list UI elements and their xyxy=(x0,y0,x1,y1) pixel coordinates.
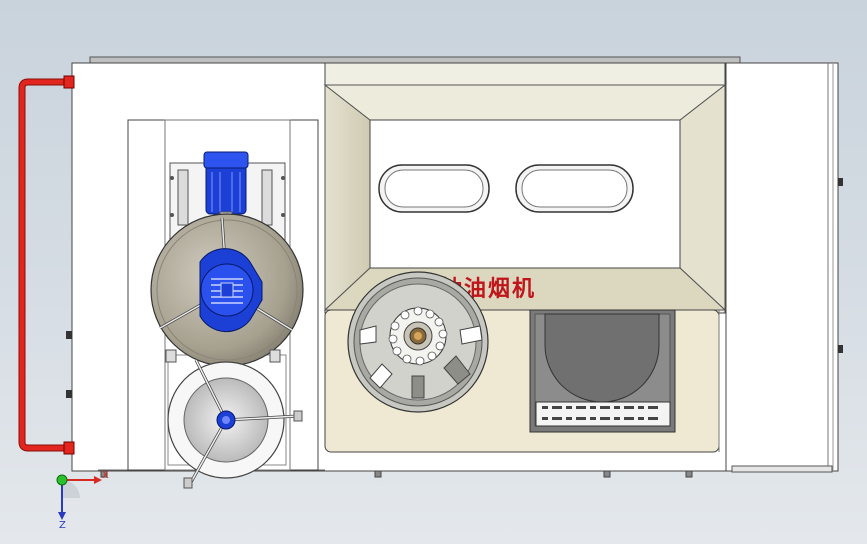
side-bolt-left-2 xyxy=(66,390,72,398)
gas-burner xyxy=(347,271,489,413)
z-axis-label: Z xyxy=(59,520,66,531)
blue-motor xyxy=(203,151,249,225)
top-rail xyxy=(89,56,741,64)
mixing-drum xyxy=(150,213,304,367)
bottom-fitting-2 xyxy=(603,470,611,478)
range-hood: 抽油烟机 xyxy=(323,62,727,314)
side-bolt-left-1 xyxy=(66,331,72,339)
control-panel xyxy=(535,401,671,427)
bottom-fitting-4 xyxy=(100,470,108,478)
bottom-fitting-1 xyxy=(374,470,382,478)
coordinate-triad: X Z xyxy=(56,470,109,531)
bottom-fitting-3 xyxy=(685,470,693,478)
side-bolt-right-1 xyxy=(838,178,843,186)
right-side-panel xyxy=(723,62,839,473)
induction-cooker xyxy=(529,309,676,433)
red-pipe xyxy=(18,75,75,455)
x-axis-label: X xyxy=(102,470,109,481)
small-bowl xyxy=(167,359,303,489)
side-bolt-right-2 xyxy=(838,345,843,353)
